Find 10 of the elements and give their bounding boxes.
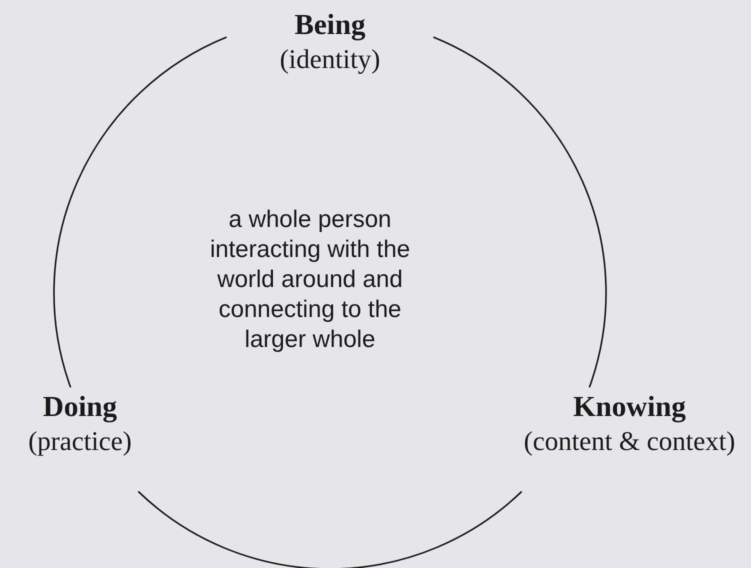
arc-connector	[433, 36, 607, 388]
node-heading: Being	[294, 8, 366, 42]
node-heading: Knowing	[573, 390, 686, 424]
arc-connector	[53, 36, 227, 388]
node-subtitle: (practice)	[28, 425, 132, 458]
node-subtitle: (content & context)	[524, 425, 736, 458]
arc-connector	[138, 490, 522, 568]
node-heading: Doing	[42, 390, 118, 424]
node-subtitle: (identity)	[280, 43, 380, 76]
center-text: a whole person interacting with the world around and connecting to the larger whole	[208, 205, 412, 355]
